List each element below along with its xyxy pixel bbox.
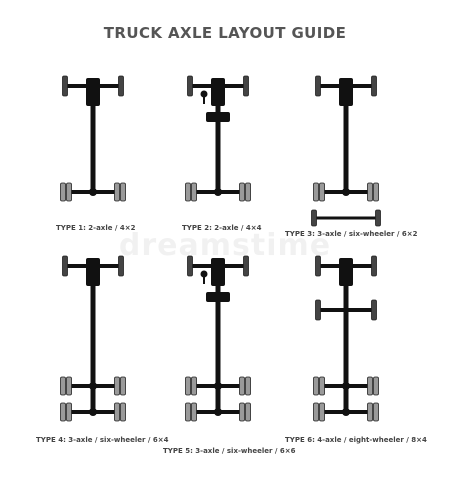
- differential-icon: [89, 382, 97, 390]
- differential-icon: [89, 408, 97, 416]
- differential-icon: [214, 408, 222, 416]
- wheel-icon: [62, 75, 68, 97]
- differential-icon: [342, 382, 350, 390]
- type-4-caption: TYPE 4: 3-axle / six-wheeler / 6×4: [36, 436, 169, 444]
- front-driveshaft: [203, 274, 205, 284]
- wheel-icon: [66, 376, 72, 396]
- wheel-icon: [185, 182, 191, 202]
- wheel-icon: [114, 376, 120, 396]
- truck-type-2-diagram: [185, 75, 251, 202]
- engine-icon: [86, 258, 100, 286]
- wheel-icon: [315, 299, 321, 321]
- truck-type-6-diagram: [313, 255, 379, 422]
- wheel-icon: [311, 209, 317, 227]
- engine-icon: [339, 258, 353, 286]
- wheel-icon: [239, 376, 245, 396]
- wheel-icon: [313, 182, 319, 202]
- driveshaft: [215, 104, 221, 192]
- wheel-icon: [187, 255, 193, 277]
- engine-icon: [211, 258, 225, 286]
- driveshaft: [215, 284, 221, 412]
- engine-icon: [211, 78, 225, 106]
- wheel-icon: [114, 182, 120, 202]
- type-1-caption: TYPE 1: 2-axle / 4×2: [56, 224, 136, 232]
- wheel-icon: [371, 299, 377, 321]
- wheel-icon: [185, 376, 191, 396]
- truck-type-1-diagram: [60, 75, 126, 202]
- axle-bar: [320, 308, 372, 312]
- wheel-icon: [371, 75, 377, 97]
- transfer-case-icon: [206, 112, 230, 122]
- differential-icon: [89, 188, 97, 196]
- wheel-icon: [185, 402, 191, 422]
- differential-icon: [214, 188, 222, 196]
- wheel-icon: [375, 209, 381, 227]
- wheel-icon: [367, 376, 373, 396]
- wheel-icon: [373, 182, 379, 202]
- engine-icon: [86, 78, 100, 106]
- wheel-icon: [191, 402, 197, 422]
- wheel-icon: [373, 376, 379, 396]
- wheel-icon: [66, 402, 72, 422]
- axle-bar: [314, 216, 378, 220]
- wheel-icon: [243, 75, 249, 97]
- driveshaft: [343, 284, 349, 412]
- type-5-caption: TYPE 5: 3-axle / six-wheeler / 6×6: [163, 447, 296, 455]
- wheel-icon: [60, 182, 66, 202]
- truck-type-3-diagram: [311, 75, 381, 227]
- front-driveshaft: [203, 94, 205, 104]
- wheel-icon: [319, 376, 325, 396]
- driveshaft: [90, 104, 96, 192]
- type-2-caption: TYPE 2: 2-axle / 4×4: [182, 224, 262, 232]
- wheel-icon: [371, 255, 377, 277]
- wheel-icon: [120, 402, 126, 422]
- wheel-icon: [191, 376, 197, 396]
- wheel-icon: [313, 402, 319, 422]
- wheel-icon: [367, 182, 373, 202]
- wheel-icon: [315, 255, 321, 277]
- differential-icon: [342, 188, 350, 196]
- wheel-icon: [120, 182, 126, 202]
- wheel-icon: [118, 255, 124, 277]
- wheel-icon: [66, 182, 72, 202]
- wheel-icon: [315, 75, 321, 97]
- type-3-caption: TYPE 3: 3-axle / six-wheeler / 6×2: [285, 230, 418, 238]
- wheel-icon: [191, 182, 197, 202]
- wheel-icon: [245, 402, 251, 422]
- wheel-icon: [239, 402, 245, 422]
- wheel-icon: [187, 75, 193, 97]
- type-6-caption: TYPE 6: 4-axle / eight-wheeler / 8×4: [285, 436, 427, 444]
- wheel-icon: [367, 402, 373, 422]
- wheel-icon: [120, 376, 126, 396]
- wheel-icon: [114, 402, 120, 422]
- differential-icon: [214, 382, 222, 390]
- wheel-icon: [60, 402, 66, 422]
- page-title: TRUCK AXLE LAYOUT GUIDE: [103, 24, 347, 42]
- wheel-icon: [60, 376, 66, 396]
- wheel-icon: [243, 255, 249, 277]
- driveshaft: [90, 284, 96, 412]
- wheel-icon: [62, 255, 68, 277]
- watermark: dreamstime: [118, 228, 332, 263]
- transfer-case-icon: [206, 292, 230, 302]
- engine-icon: [339, 78, 353, 106]
- wheel-icon: [319, 182, 325, 202]
- wheel-icon: [319, 402, 325, 422]
- truck-type-5-diagram: [185, 255, 251, 422]
- wheel-icon: [313, 376, 319, 396]
- wheel-icon: [239, 182, 245, 202]
- wheel-icon: [373, 402, 379, 422]
- wheel-icon: [245, 376, 251, 396]
- truck-type-4-diagram: [60, 255, 126, 422]
- driveshaft: [343, 104, 349, 192]
- wheel-icon: [118, 75, 124, 97]
- wheel-icon: [245, 182, 251, 202]
- differential-icon: [342, 408, 350, 416]
